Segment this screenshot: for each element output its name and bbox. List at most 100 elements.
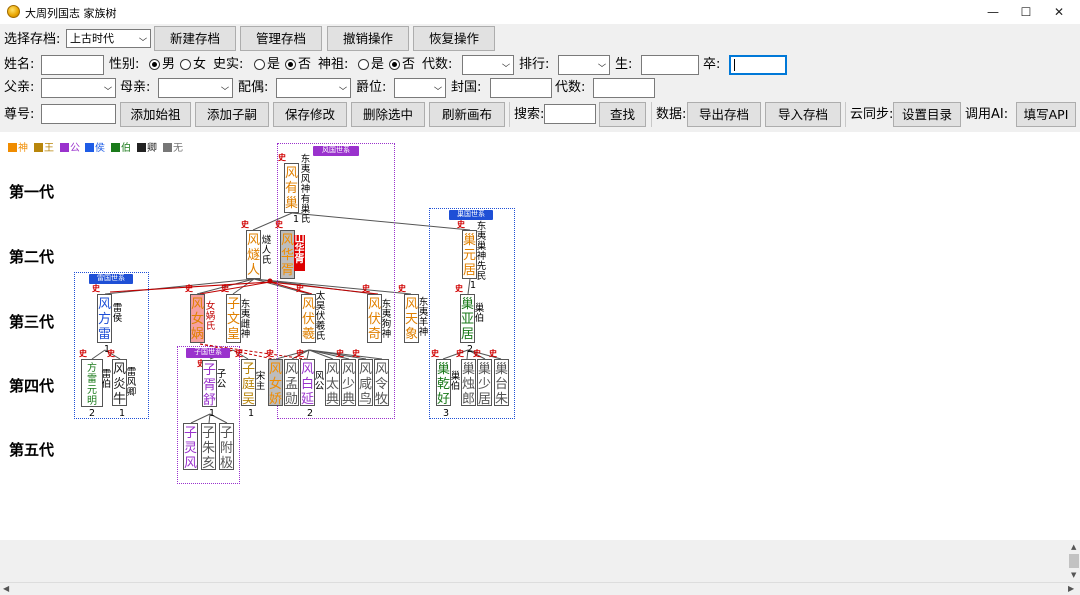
legend-wu: 无 <box>163 139 183 154</box>
node-chao-zhuolang[interactable]: 巢烛郎 <box>461 359 476 406</box>
node-fanglei-yuanming[interactable]: 方雷元明 <box>81 359 103 407</box>
undo-button[interactable]: 撤销操作 <box>327 26 409 51</box>
chevron-down-icon <box>434 84 442 90</box>
set-directory-button[interactable]: 设置目录 <box>893 102 961 127</box>
node-feng-tianxiang[interactable]: 风天象 <box>404 294 419 343</box>
add-root-button[interactable]: 添加始祖 <box>120 102 191 127</box>
rank-select[interactable] <box>558 55 610 75</box>
find-button[interactable]: 查找 <box>599 102 646 127</box>
node-feng-baiyan[interactable]: 风白延 <box>300 359 315 406</box>
father-select[interactable] <box>41 78 116 98</box>
node-feng-taidian[interactable]: 风太典 <box>325 359 340 406</box>
gender-female-radio[interactable] <box>180 59 191 70</box>
generation-label-3: 第三代 <box>9 313 55 331</box>
scroll-down-icon[interactable]: ▼ <box>1071 571 1077 579</box>
add-child-button[interactable]: 添加子嗣 <box>195 102 269 127</box>
ancestor-yes-radio[interactable] <box>358 59 369 70</box>
node-chao-yuanju[interactable]: 巢元居 <box>462 230 477 279</box>
node-chao-yaju[interactable]: 巢亚居 <box>460 294 475 343</box>
edge-line <box>190 413 211 424</box>
save-changes-button[interactable]: 保存修改 <box>273 102 347 127</box>
family-tree-canvas[interactable]: 神 王 公 侯 伯 卿 无 第一代 第二代 第三代 第四代 第五代 风国世系 巢… <box>0 132 1080 540</box>
history-mark: 史 <box>275 220 283 229</box>
mother-select[interactable] <box>158 78 233 98</box>
node-zi-xushu[interactable]: 子胥舒 <box>202 360 217 407</box>
scroll-up-icon[interactable]: ▲ <box>1071 543 1077 551</box>
history-mark: 史 <box>336 349 344 358</box>
redo-button[interactable]: 恢复操作 <box>413 26 495 51</box>
legend-label: 伯 <box>121 143 131 154</box>
history-mark: 史 <box>235 349 243 358</box>
node-feng-mengxun[interactable]: 风孟勋 <box>284 359 299 406</box>
vertical-scrollbar[interactable]: ▲ ▼ <box>1068 540 1080 582</box>
minimize-button[interactable]: — <box>987 5 999 19</box>
fief-input[interactable] <box>490 78 552 98</box>
scroll-left-icon[interactable]: ◀ <box>3 584 10 593</box>
generation-select[interactable] <box>462 55 514 75</box>
data-label: 数据: <box>656 107 687 122</box>
history-yes-radio[interactable] <box>254 59 265 70</box>
node-feng-shaodian[interactable]: 风少典 <box>341 359 356 406</box>
scroll-thumb[interactable] <box>1069 554 1079 568</box>
node-feng-fuxi[interactable]: 风伏羲 <box>301 294 316 343</box>
node-feng-fuqi[interactable]: 风伏奇 <box>367 294 382 343</box>
node-zi-wenhuang[interactable]: 子文皇 <box>226 294 241 343</box>
gen-count-label: 代数: <box>555 80 586 95</box>
horizontal-scrollbar[interactable]: ◀ ▶ <box>0 582 1080 595</box>
marriage-line <box>269 281 379 295</box>
generation-label-4: 第四代 <box>9 377 55 395</box>
born-input[interactable] <box>641 55 699 75</box>
edge-line <box>467 349 502 360</box>
history-no-radio[interactable] <box>285 59 296 70</box>
node-side-label: 雷伯 <box>101 369 112 390</box>
gen-count-input[interactable] <box>593 78 655 98</box>
manage-archive-button[interactable]: 管理存档 <box>240 26 322 51</box>
node-feng-suiren[interactable]: 风燧人 <box>246 230 261 279</box>
node-feng-nvjiao[interactable]: 风女娇 <box>268 359 283 406</box>
refresh-canvas-button[interactable]: 刷新画布 <box>429 102 505 127</box>
node-zi-fuji[interactable]: 子附极 <box>219 423 234 470</box>
export-archive-button[interactable]: 导出存档 <box>687 102 761 127</box>
peerage-select[interactable] <box>394 78 446 98</box>
fill-api-button[interactable]: 填写API <box>1016 102 1076 127</box>
archive-select[interactable]: 上古时代 <box>66 29 151 48</box>
node-feng-lingmu[interactable]: 风令牧 <box>374 359 389 406</box>
history-mark: 史 <box>456 349 464 358</box>
ancestor-no-radio[interactable] <box>389 59 400 70</box>
delete-selected-button[interactable]: 删除选中 <box>351 102 425 127</box>
child-count: 1 <box>209 408 216 419</box>
search-input[interactable] <box>544 104 596 124</box>
legend-wang: 王 <box>34 139 54 154</box>
ancestor-yes-label: 是 <box>371 57 385 72</box>
node-side-label: 东夷风神有巢氏 <box>300 154 311 225</box>
toolbar-relations: 父亲: 母亲: 配偶: 爵位: 封国: 代数: <box>0 77 1080 99</box>
node-feng-yanniu[interactable]: 风炎牛 <box>112 359 127 406</box>
honor-label: 尊号: <box>4 107 35 122</box>
node-chao-taizhu[interactable]: 巢台朱 <box>494 359 509 406</box>
gender-male-radio[interactable] <box>149 59 160 70</box>
node-zi-tingwu[interactable]: 子庭吴 <box>241 359 256 406</box>
edge-line <box>104 278 255 295</box>
node-feng-huaxu[interactable]: 风华胥 <box>280 230 295 279</box>
name-input[interactable] <box>41 55 104 75</box>
close-button[interactable]: ✕ <box>1053 5 1065 19</box>
new-archive-button[interactable]: 新建存档 <box>154 26 236 51</box>
died-label: 卒: <box>703 57 721 72</box>
honor-input[interactable] <box>41 104 116 124</box>
scroll-right-icon[interactable]: ▶ <box>1068 584 1075 593</box>
spouse-select[interactable] <box>276 78 351 98</box>
node-feng-xianniao[interactable]: 风咸鸟 <box>358 359 373 406</box>
import-archive-button[interactable]: 导入存档 <box>765 102 841 127</box>
node-feng-fanglei[interactable]: 风方雷 <box>97 294 112 343</box>
node-feng-youchao[interactable]: 风有巢 <box>284 163 299 213</box>
maximize-button[interactable]: ☐ <box>1020 5 1032 19</box>
history-mark: 史 <box>241 220 249 229</box>
node-chao-shaoju[interactable]: 巢少居 <box>477 359 492 406</box>
node-feng-nvwa[interactable]: 风女娲 <box>190 294 205 343</box>
node-zi-zhuhao[interactable]: 子朱亥 <box>201 423 216 470</box>
died-input[interactable] <box>729 55 787 75</box>
chevron-down-icon <box>502 61 510 67</box>
node-zi-lingfeng[interactable]: 子灵风 <box>183 423 198 470</box>
marriage-line <box>199 343 279 361</box>
node-chao-qianhao[interactable]: 巢乾好 <box>436 359 451 406</box>
